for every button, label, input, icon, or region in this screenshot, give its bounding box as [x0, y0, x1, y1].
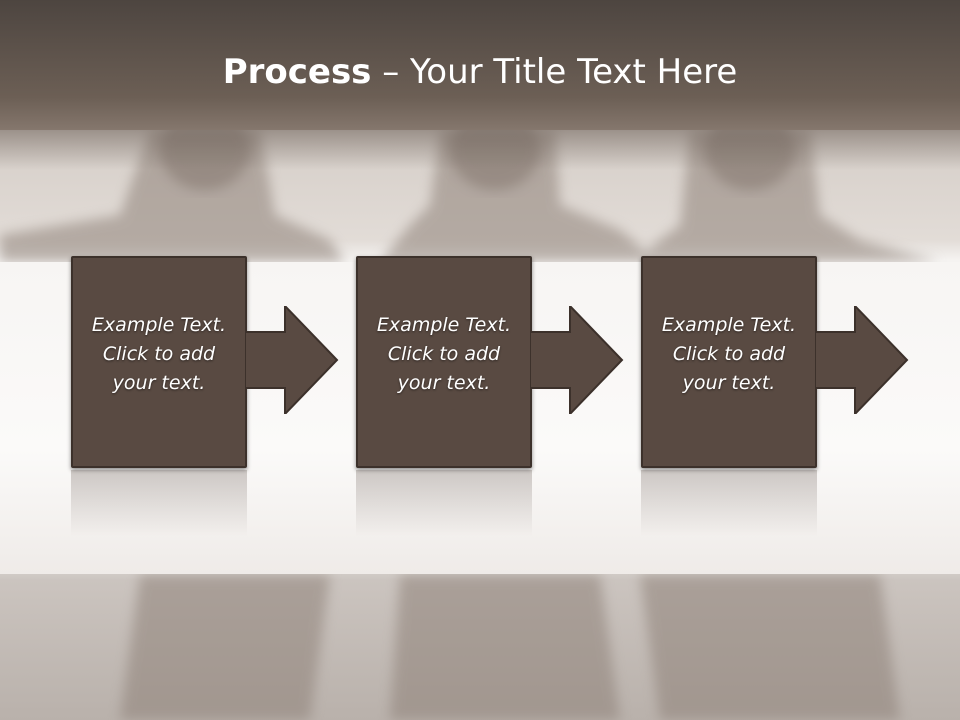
process-step-3: Example Text. Click to add your text. — [641, 256, 941, 546]
step-box[interactable]: Example Text. Click to add your text. — [71, 256, 247, 468]
step-reflection — [356, 470, 532, 536]
process-step-2: Example Text. Click to add your text. — [356, 256, 656, 546]
title-rest: – Your Title Text Here — [371, 52, 738, 92]
step-box[interactable]: Example Text. Click to add your text. — [356, 256, 532, 468]
step-reflection — [641, 470, 817, 536]
header-fade — [0, 130, 960, 170]
slide-title[interactable]: Process – Your Title Text Here — [0, 52, 960, 92]
step-text[interactable]: Example Text. Click to add your text. — [376, 313, 512, 394]
right-arrow-icon — [530, 306, 624, 414]
header-band — [0, 0, 960, 130]
right-arrow-icon — [245, 306, 339, 414]
step-reflection — [71, 470, 247, 536]
right-arrow-icon — [815, 306, 909, 414]
step-text[interactable]: Example Text. Click to add your text. — [91, 313, 227, 394]
process-step-1: Example Text. Click to add your text. — [71, 256, 371, 546]
title-bold: Process — [222, 52, 372, 92]
step-box[interactable]: Example Text. Click to add your text. — [641, 256, 817, 468]
step-text[interactable]: Example Text. Click to add your text. — [661, 313, 797, 394]
